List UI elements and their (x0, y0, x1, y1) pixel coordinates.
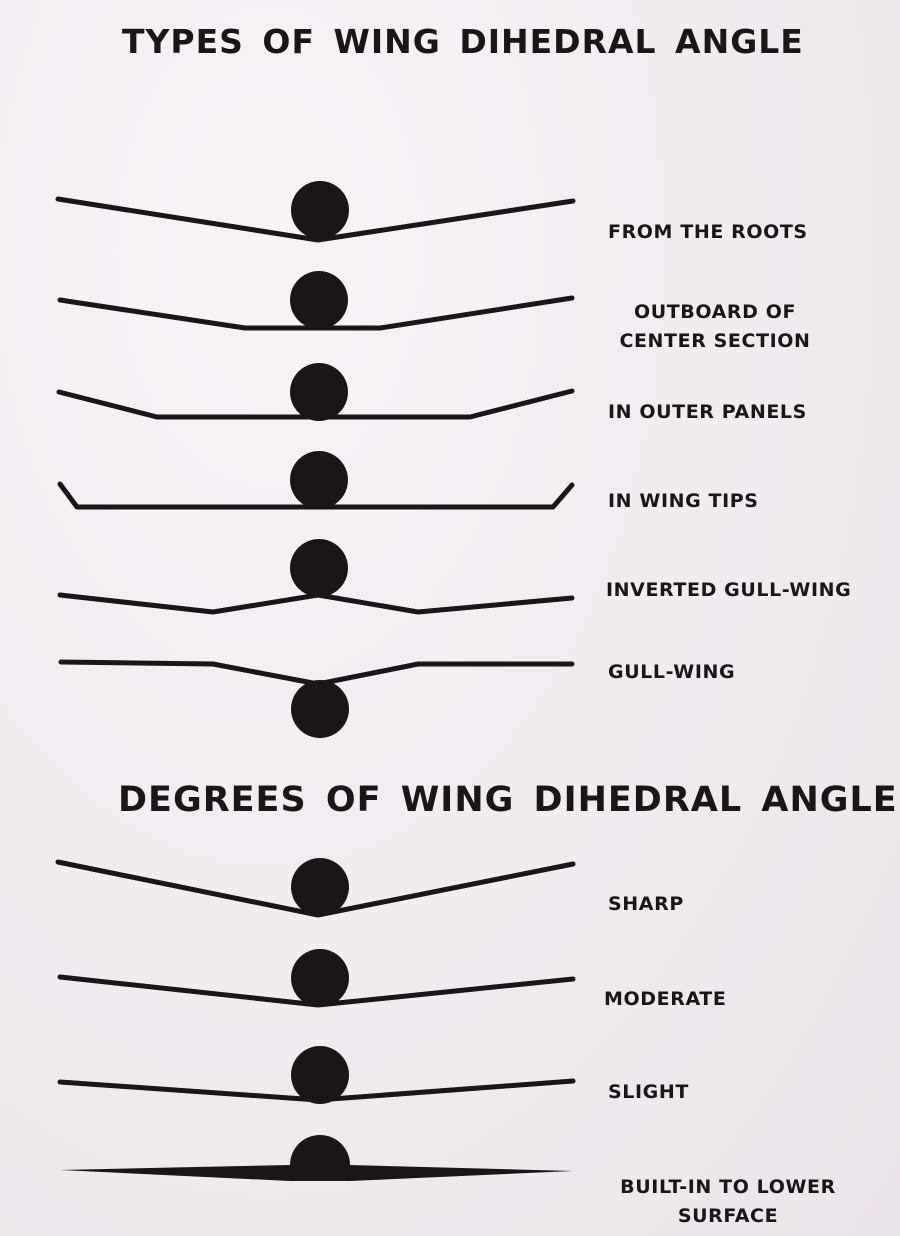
wing-gull-wing (58, 659, 575, 738)
label-built-in-to-lower-surface: BUILT-IN TO LOWER SURFACE (620, 1176, 836, 1227)
wing-inverted-gull-wing (57, 539, 575, 615)
label-gull-wing: GULL-WING (608, 661, 736, 683)
wing-slight (57, 1046, 576, 1104)
types-section-title: TYPES OF WING DIHEDRAL ANGLE (122, 22, 804, 61)
wing-in-wing-tips (57, 451, 575, 510)
wing-moderate (57, 949, 576, 1008)
label-in-outer-panels: IN OUTER PANELS (608, 401, 807, 423)
label-slight: SLIGHT (608, 1081, 689, 1103)
wing-in-outer-panels (56, 363, 575, 421)
wing-from-the-roots (55, 181, 576, 243)
wing-built-in-to-lower-surface (60, 1135, 573, 1181)
degrees-section-title: DEGREES OF WING DIHEDRAL ANGLE (118, 780, 898, 820)
label-sharp: SHARP (608, 893, 684, 915)
label-from-the-roots: FROM THE ROOTS (608, 221, 808, 243)
label-moderate: MODERATE (604, 988, 727, 1010)
label-outboard-of-center-section: OUTBOARD OF CENTER SECTION (619, 301, 811, 352)
wing-outboard-of-center-section (57, 271, 575, 331)
label-in-wing-tips: IN WING TIPS (608, 490, 759, 512)
label-inverted-gull-wing: INVERTED GULL-WING (606, 579, 852, 601)
wing-sharp (55, 858, 576, 918)
